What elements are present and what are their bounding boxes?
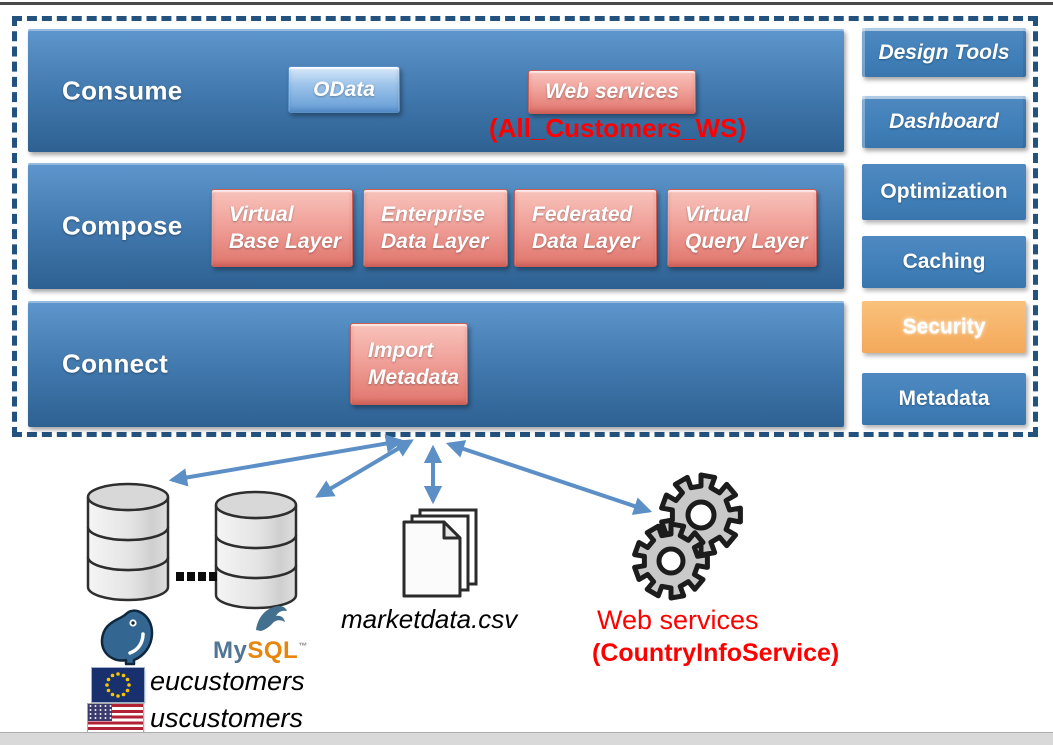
mysql-dolphin-icon bbox=[256, 606, 287, 631]
odata-button[interactable]: OData bbox=[288, 66, 400, 113]
side-button-caching[interactable]: Caching bbox=[862, 236, 1026, 288]
mysql-logo: MySQL™ bbox=[213, 604, 307, 665]
arrow-to-mysql-db bbox=[315, 439, 414, 498]
window-top-edge bbox=[0, 2, 1053, 5]
arrow-to-web-service bbox=[445, 440, 653, 515]
eucustomers-schema-label: eucustomers bbox=[150, 666, 305, 696]
ellipsis-dots bbox=[176, 572, 217, 581]
button-line: Query Layer bbox=[685, 230, 808, 253]
gears-icon bbox=[632, 521, 710, 601]
all-customers-ws-annotation: (All_Customers_WS) bbox=[489, 113, 747, 143]
virtual-base-layer-button[interactable]: Virtual Base Layer bbox=[211, 189, 353, 267]
side-button-label: Metadata bbox=[898, 387, 990, 410]
button-line: Data Layer bbox=[532, 230, 640, 253]
side-button-dashboard[interactable]: Dashboard bbox=[862, 96, 1026, 148]
window-bottom-bar bbox=[0, 732, 1053, 745]
side-button-metadata[interactable]: Metadata bbox=[862, 373, 1026, 425]
mysql-wordmark: MySQL™ bbox=[213, 637, 307, 665]
button-line: Data Layer bbox=[381, 230, 489, 253]
button-line: Enterprise bbox=[381, 203, 485, 226]
federated-data-layer-button[interactable]: Federated Data Layer bbox=[514, 189, 657, 267]
button-line: Import bbox=[368, 339, 434, 362]
side-button-label: Design Tools bbox=[878, 40, 1010, 64]
side-button-label: Dashboard bbox=[889, 110, 999, 133]
side-button-label: Caching bbox=[902, 250, 986, 273]
arrow-to-postgres-db bbox=[168, 434, 405, 487]
us-flag-canton bbox=[88, 704, 112, 721]
database-cylinder-icon bbox=[214, 490, 298, 610]
database-cylinder-icon bbox=[86, 482, 170, 602]
button-line: Virtual bbox=[229, 203, 294, 226]
connect-label: Connect bbox=[62, 348, 169, 379]
consume-label: Consume bbox=[62, 75, 183, 105]
side-button-design-tools[interactable]: Design Tools bbox=[862, 28, 1026, 77]
postgresql-elephant-icon bbox=[100, 609, 154, 666]
platform-boundary-dashed-border bbox=[12, 16, 1038, 437]
web-services-button[interactable]: Web services bbox=[528, 70, 696, 114]
side-button-optimization[interactable]: Optimization bbox=[862, 164, 1026, 220]
document-stack-icon bbox=[402, 508, 478, 598]
eu-flag-icon bbox=[92, 668, 144, 702]
button-line: Federated bbox=[532, 203, 633, 226]
side-button-label: Optimization bbox=[880, 180, 1008, 203]
web-services-source-label: Web services bbox=[597, 605, 759, 635]
compose-label: Compose bbox=[62, 210, 183, 241]
marketdata-csv-label: marketdata.csv bbox=[341, 604, 518, 634]
web-services-button-label: Web services bbox=[545, 80, 679, 103]
import-metadata-button[interactable]: Import Metadata bbox=[350, 323, 468, 405]
country-info-service-annotation: (CountryInfoService) bbox=[592, 639, 840, 667]
virtual-query-layer-button[interactable]: Virtual Query Layer bbox=[667, 189, 817, 267]
side-button-label: Security bbox=[902, 315, 986, 338]
mysql-sql-text: SQL bbox=[247, 637, 299, 664]
enterprise-data-layer-button[interactable]: Enterprise Data Layer bbox=[363, 189, 508, 267]
odata-button-label: OData bbox=[313, 77, 375, 101]
mysql-my-text: My bbox=[213, 637, 248, 664]
button-line: Base Layer bbox=[229, 230, 342, 253]
button-line: Virtual bbox=[685, 203, 750, 226]
layer-row-consume: Consume bbox=[28, 29, 844, 152]
uscustomers-schema-label: uscustomers bbox=[150, 703, 304, 733]
mysql-trademark: ™ bbox=[298, 641, 308, 651]
button-line: Metadata bbox=[368, 366, 460, 389]
side-button-security[interactable]: Security bbox=[862, 301, 1026, 353]
